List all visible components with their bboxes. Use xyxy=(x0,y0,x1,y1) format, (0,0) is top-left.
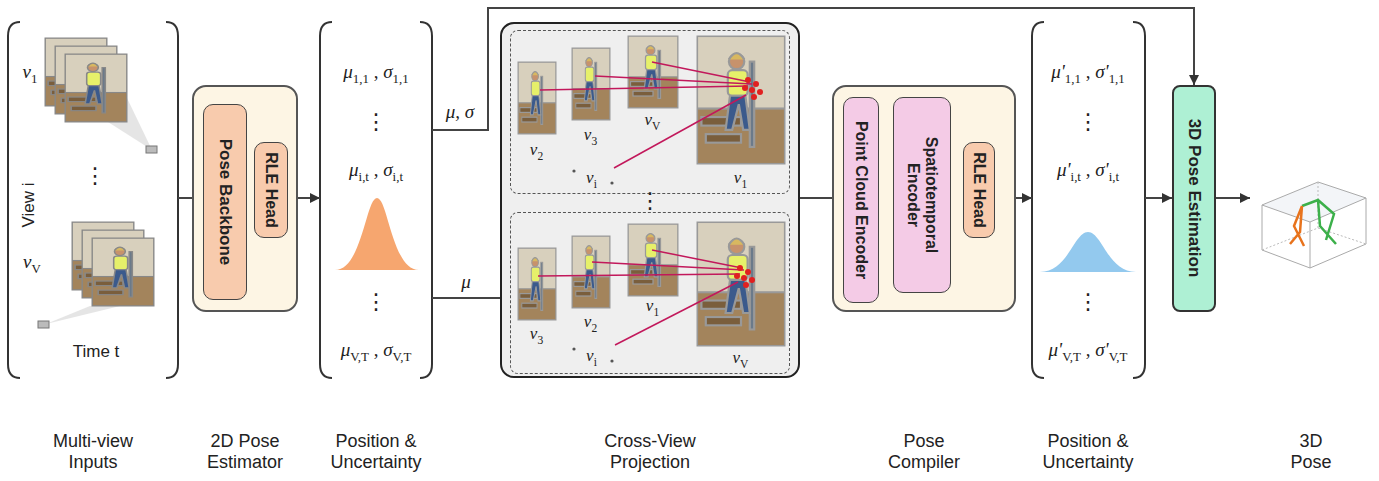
component-name: Spatiotemporal Encoder xyxy=(903,110,940,280)
view-label: v1 xyxy=(734,168,747,188)
component-box: Spatiotemporal Encoder xyxy=(893,97,951,293)
projection-lines xyxy=(538,62,752,345)
ellipsis-dots xyxy=(572,169,613,362)
view-label: v3 xyxy=(584,125,597,145)
view-label: vi xyxy=(586,168,597,188)
flow-arrow xyxy=(178,197,192,199)
component-name: Point Cloud Encoder xyxy=(851,120,869,278)
view-label: vi xyxy=(586,346,597,366)
edge-label: μ, σ xyxy=(444,101,476,123)
axis-label: View i xyxy=(19,182,39,227)
estimate-text: μ1,1 , σ1,1 xyxy=(343,61,408,83)
view-label: v2 xyxy=(530,140,543,160)
component-box: Point Cloud Encoder xyxy=(843,97,879,303)
stage-caption: Multi-view Inputs xyxy=(28,431,158,472)
component-name: RLE Head xyxy=(261,152,279,228)
estimate-text: μ'i,t , σ'i,t xyxy=(1057,159,1119,181)
view-label: vV xyxy=(645,110,661,130)
ellipsis: ⋮ xyxy=(1077,289,1099,314)
ellipsis: ⋮ xyxy=(365,109,387,134)
ellipsis: ⋮ xyxy=(365,289,387,314)
flow-arrow xyxy=(800,197,832,199)
view-label: v1 xyxy=(646,296,659,316)
view-images xyxy=(518,36,785,346)
stage-caption: 3D Pose xyxy=(1281,431,1341,472)
component-box: RLE Head xyxy=(963,142,995,238)
view-label: v2 xyxy=(584,312,597,332)
stage-caption: 2D Pose Estimator xyxy=(180,431,310,472)
view-label: v3 xyxy=(530,324,543,344)
ellipsis: ⋮ xyxy=(1077,109,1099,134)
module-box: Pose BackboneRLE Head2D Pose Estimator xyxy=(192,85,298,312)
flow-arrow xyxy=(298,197,320,199)
view-label: v1 xyxy=(23,61,38,83)
camera-views xyxy=(38,38,157,328)
output-plot: 3D Pose xyxy=(1250,160,1372,270)
stage-caption: Position & Uncertainty xyxy=(1023,431,1153,472)
view-group: v2 v3 vV vi v1 xyxy=(510,30,790,194)
flow-arrow xyxy=(1145,197,1172,199)
stage-caption: Cross-View Projection xyxy=(585,431,715,472)
view-label: vV xyxy=(23,251,41,273)
flow-arrow xyxy=(1216,197,1250,199)
estimate-text: μi,t , σi,t xyxy=(349,159,403,181)
stage-caption: Position & Uncertainty xyxy=(311,431,441,472)
gaussian xyxy=(1040,232,1136,272)
module-box: 3D Pose Estimation xyxy=(1172,85,1216,312)
flow-arrow xyxy=(432,8,1194,130)
axis-label: Time t xyxy=(73,342,120,362)
estimate-text: μ'V,T , σ'V,T xyxy=(1049,339,1128,361)
view-label: vV xyxy=(733,348,749,368)
ellipsis: ⋮ xyxy=(639,188,661,213)
view-group: v3 v2 v1 vi vV xyxy=(510,212,790,374)
component-name: RLE Head xyxy=(969,152,987,228)
flow-arrow xyxy=(1016,197,1032,199)
estimate-text: μ'1,1 , σ'1,1 xyxy=(1051,61,1125,83)
keypoints xyxy=(734,77,763,288)
flow-arrow xyxy=(432,297,500,299)
stage-caption: Pose Compiler xyxy=(869,431,979,472)
estimate-group: μ'1,1 , σ'1,1 ⋮ μ'i,t , σ'i,t ⋮ μ'V,T , σ'V,… xyxy=(1032,22,1145,378)
component-box: Pose Backbone xyxy=(203,104,247,300)
module-box: Point Cloud Encoder Spatiotemporal Encode… xyxy=(832,85,1016,312)
component-name: 3D Pose Estimation xyxy=(1184,119,1204,278)
estimate-text: μV,T , σV,T xyxy=(341,339,412,361)
edge-label: μ xyxy=(459,271,473,293)
gaussian xyxy=(335,198,419,270)
estimate-group: μ1,1 , σ1,1⋮μi,t , σi,t⋮μV,T , σV,TPosit… xyxy=(320,22,432,378)
component-name: Pose Backbone xyxy=(215,138,235,265)
component-box: RLE Head xyxy=(254,142,288,238)
pose-plot xyxy=(1262,182,1366,268)
ellipsis: ⋮ xyxy=(84,163,106,188)
bracket xyxy=(8,22,1145,378)
